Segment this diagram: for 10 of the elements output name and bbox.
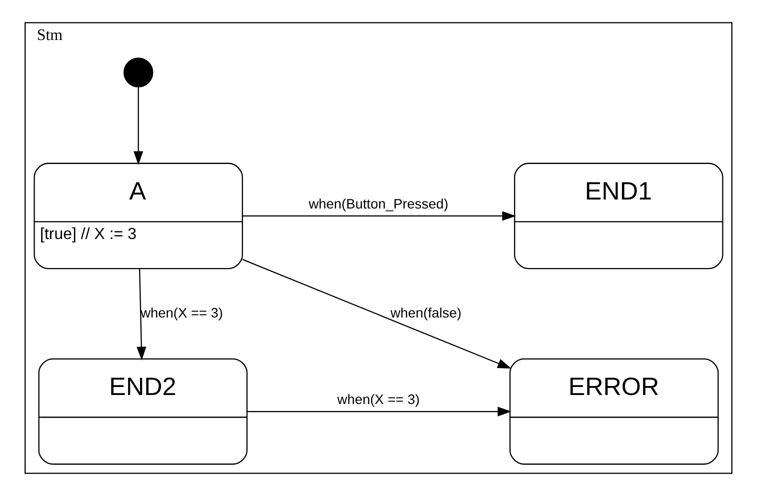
edge-label: when(X == 3) (140, 304, 223, 320)
arrow (136, 268, 146, 360)
edge-label: when(Button_Pressed) (308, 196, 448, 212)
edge-label: when(X == 3) (337, 392, 420, 407)
arrow (247, 406, 512, 416)
arrow (242, 210, 516, 220)
arrow (134, 86, 144, 165)
edge-label: when(false) (390, 304, 462, 320)
arrow (242, 258, 512, 368)
node-circle (123, 57, 154, 87)
